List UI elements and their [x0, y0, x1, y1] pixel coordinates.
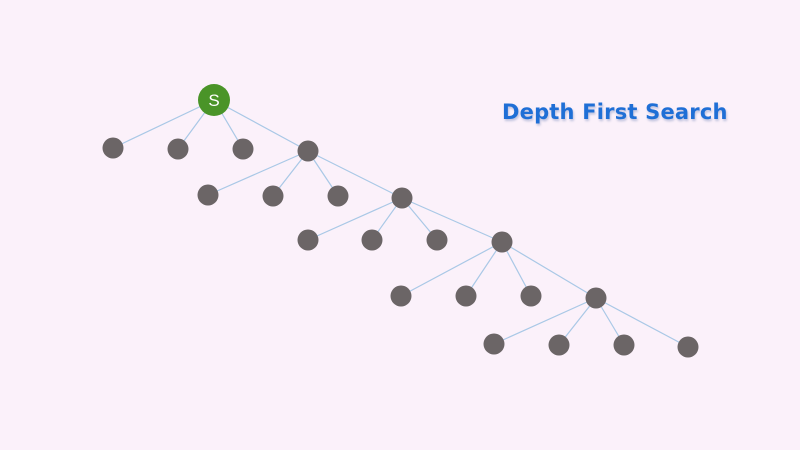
tree-node [297, 229, 319, 251]
tree-node [167, 138, 189, 160]
tree-node [491, 231, 513, 253]
tree-edge [307, 150, 403, 199]
start-node-label: S [208, 91, 219, 110]
tree-node [391, 187, 413, 209]
tree-edge [400, 241, 503, 297]
tree-nodes: S [102, 84, 699, 358]
tree-node [585, 287, 607, 309]
tree-node [297, 140, 319, 162]
tree-node [455, 285, 477, 307]
tree-edge [465, 241, 503, 297]
tree-edge [501, 241, 597, 299]
tree-node [327, 185, 349, 207]
diagram-title: Depth First Search [502, 100, 728, 124]
tree-edge [207, 150, 309, 196]
tree-node [361, 229, 383, 251]
tree-node [520, 285, 542, 307]
tree-node [613, 334, 635, 356]
tree-node [548, 334, 570, 356]
tree-node [677, 336, 699, 358]
tree-node [483, 333, 505, 355]
tree-edge [493, 297, 597, 345]
tree-edge [595, 297, 689, 348]
tree-edge [112, 99, 215, 149]
tree-node [390, 285, 412, 307]
tree-node [232, 138, 254, 160]
tree-node [262, 185, 284, 207]
tree-edge [307, 197, 403, 241]
tree-node [197, 184, 219, 206]
tree-edge [401, 197, 503, 243]
tree-edges [112, 99, 689, 348]
start-node [198, 84, 230, 116]
tree-node [426, 229, 448, 251]
tree-edge [213, 99, 309, 152]
tree-node [102, 137, 124, 159]
